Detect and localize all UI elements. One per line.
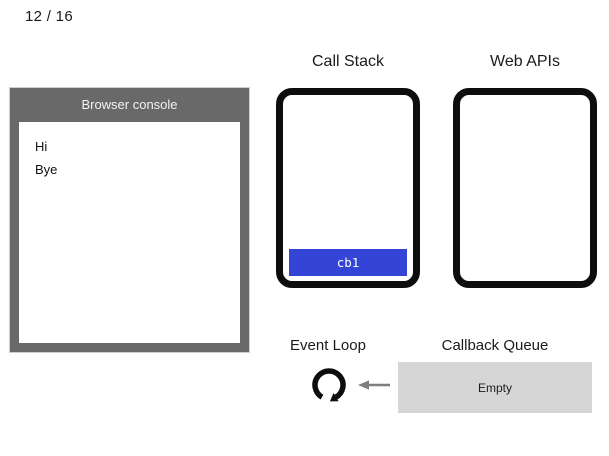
call-stack-frame: cb1 — [289, 249, 407, 276]
web-apis-label: Web APIs — [490, 53, 560, 70]
console-log-line: Bye — [35, 162, 58, 177]
callback-queue-box: Empty — [398, 362, 592, 413]
browser-console-title: Browser console — [81, 97, 178, 112]
event-loop-label: Event Loop — [290, 337, 366, 354]
browser-console-output: Hi Bye — [19, 122, 240, 343]
console-log-line: Hi — [35, 139, 48, 154]
browser-console-window: Browser console Hi Bye — [9, 87, 250, 353]
left-arrow-icon — [356, 378, 392, 397]
web-apis-panel — [453, 88, 597, 288]
call-stack-panel: cb1 — [276, 88, 420, 288]
slide-counter: 12 / 16 — [25, 8, 73, 25]
callback-queue-status: Empty — [477, 380, 512, 395]
call-stack-label: Call Stack — [311, 53, 385, 70]
loop-arrow-icon — [308, 365, 350, 414]
callback-queue-label: Callback Queue — [441, 337, 549, 354]
